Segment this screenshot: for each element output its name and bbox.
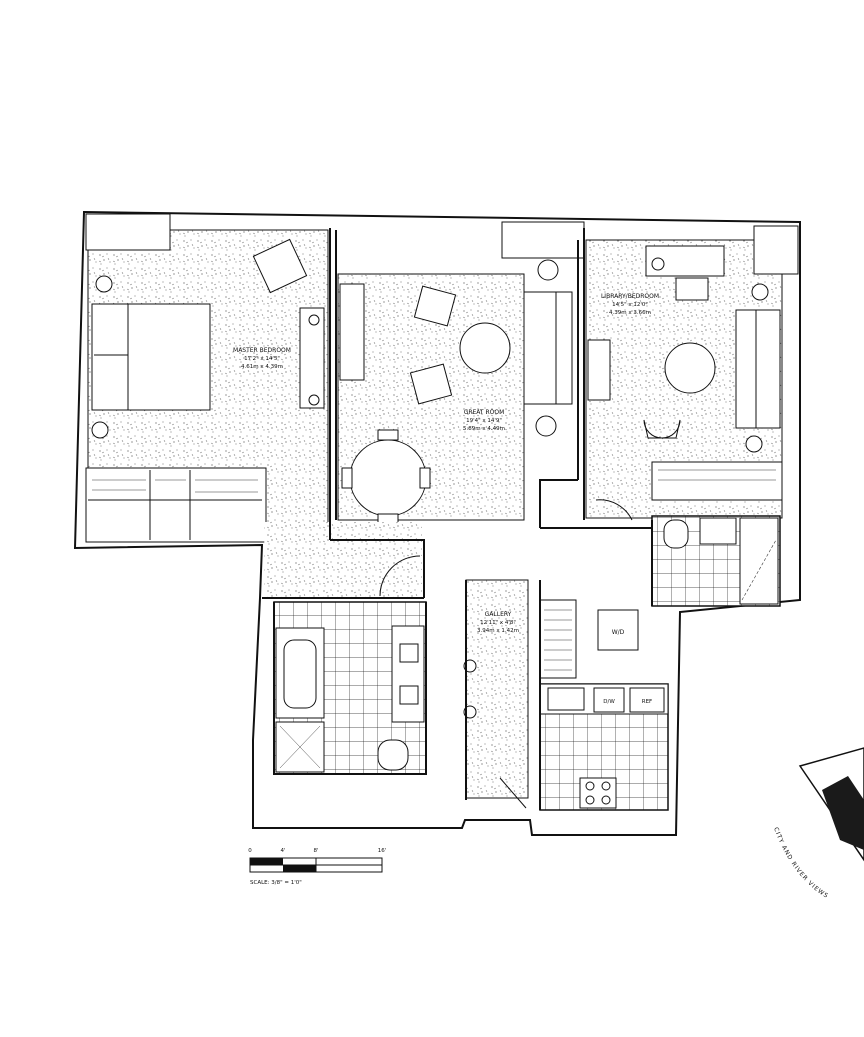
great-room-dining-table — [349, 439, 427, 517]
great-room-chair-2 — [409, 363, 453, 405]
master-bed — [91, 303, 211, 411]
gallery-metric: 3.94m x 1.42m — [477, 628, 519, 634]
library-armchair — [643, 419, 681, 439]
library-label: LIBRARY/BEDROOM — [601, 293, 659, 300]
scale-text: SCALE: 3/8" = 1'0" — [250, 880, 302, 886]
great-room-chair-1 — [413, 285, 457, 327]
master-closets — [85, 467, 267, 543]
great-room-coffee-table — [459, 322, 511, 374]
scale-tick-8: 8' — [313, 848, 318, 854]
master-lamp-1 — [95, 275, 113, 293]
library-corner-block — [753, 225, 799, 275]
bath-2-shower — [739, 517, 779, 605]
library-closet — [651, 461, 783, 501]
master-bedroom-metric: 4.61m x 4.39m — [241, 364, 283, 370]
views-indicator: CITY AND RIVER VIEWS — [772, 747, 864, 900]
library-lamp-3 — [745, 435, 763, 453]
master-bath-toilet — [377, 739, 409, 771]
interior-walls — [262, 228, 653, 810]
kitchen-range — [579, 777, 617, 809]
master-lamp-2 — [91, 421, 109, 439]
library-metric: 4.39m x 3.66m — [609, 310, 651, 316]
scale-tick-0: 0 — [248, 848, 252, 854]
dishwasher-box — [593, 687, 625, 713]
library-table — [664, 342, 716, 394]
laundry-shelving — [539, 599, 577, 679]
master-armchair — [252, 238, 308, 294]
washer-dryer-box — [597, 609, 639, 651]
library-lamp-2 — [751, 283, 769, 301]
views-dark-block — [822, 776, 864, 850]
master-lamp-3 — [308, 314, 320, 326]
bath-2-vanity — [699, 517, 737, 545]
washer-dryer-label: W/D — [612, 629, 625, 636]
great-room-sofa — [523, 291, 573, 405]
refrigerator-box — [629, 687, 665, 713]
great-room-lamp-1 — [537, 259, 559, 281]
great-room-credenza — [339, 283, 365, 381]
bath-2-toilet — [663, 519, 689, 549]
master-bedroom-dims: 17'2" x 14'5" — [244, 356, 280, 362]
gallery-label: GALLERY — [485, 611, 512, 618]
gallery-floor — [465, 579, 529, 799]
great-room-label: GREAT ROOM — [464, 409, 505, 416]
great-room-corner — [501, 221, 585, 259]
scale-tick-4: 4' — [280, 848, 285, 854]
master-bath-vanity — [391, 625, 425, 723]
library-door — [595, 499, 633, 521]
library-sofa — [735, 309, 781, 429]
kitchen-sink — [547, 687, 585, 711]
library-lamp-1 — [651, 257, 665, 271]
master-lamp-4 — [308, 394, 320, 406]
library-desk-chair — [675, 277, 709, 301]
refrigerator-label: REF — [642, 699, 652, 705]
library-cabinet — [587, 339, 611, 401]
entry-hall-floor — [264, 522, 422, 598]
gallery-dims: 12'11" x 4'8" — [480, 620, 516, 626]
entry-door — [379, 555, 421, 597]
scale-bar: 0 4' 8' 16' SCALE: 3/8" = 1'0" — [248, 848, 386, 886]
great-room-metric: 5.89m x 4.49m — [463, 426, 505, 432]
master-bedroom-label: MASTER BEDROOM — [233, 347, 291, 354]
views-label: CITY AND RIVER VIEWS — [772, 826, 830, 900]
great-room-dims: 19'4" x 14'9" — [466, 418, 502, 424]
library-dims: 14'5" x 12'0" — [612, 302, 648, 308]
great-room-lamp-2 — [535, 415, 557, 437]
scale-tick-16: 16' — [378, 848, 387, 854]
gallery-door — [499, 777, 527, 809]
dishwasher-label: D/W — [603, 699, 615, 705]
master-corner-block — [85, 213, 171, 251]
